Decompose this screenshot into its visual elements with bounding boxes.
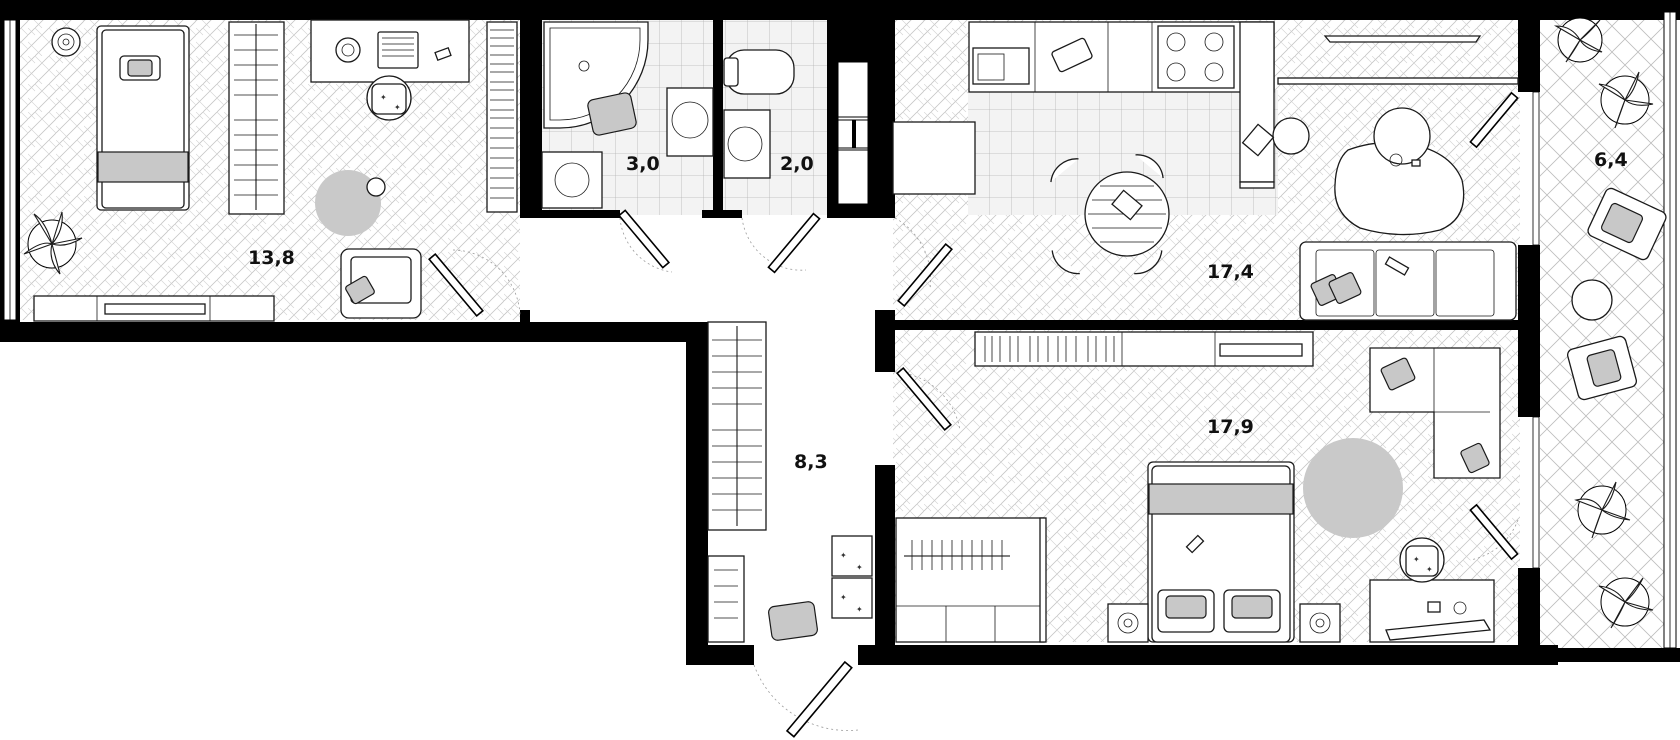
dining-chair: [1050, 158, 1079, 183]
plant-icon: [1553, 17, 1603, 63]
door-mat: [768, 601, 818, 641]
svg-text:✦: ✦: [840, 593, 847, 602]
stove: [1157, 25, 1235, 89]
balcony-furniture: [1553, 17, 1667, 629]
area-label-bedroom-large: 17,9: [1207, 416, 1254, 438]
pouf: [831, 535, 873, 577]
area-label-kitchen-living: 17,4: [1207, 261, 1254, 283]
wall-bath-toilet: [713, 20, 723, 218]
bedroom-small-furniture: ✦ ✦: [23, 19, 518, 322]
wall-hall-left: [686, 322, 708, 664]
wall-bedroom-hall: [520, 20, 542, 218]
balcony-table: [1571, 279, 1613, 321]
area-label-bedroom-small: 13,8: [248, 247, 295, 269]
pouf: [831, 577, 873, 619]
kitchen-furniture: [892, 21, 1519, 275]
wall-top: [0, 0, 1680, 20]
svg-text:✦: ✦: [380, 93, 387, 102]
wall-shelf: [1323, 35, 1482, 43]
plant-icon: [1598, 577, 1654, 629]
sink-toilet: [723, 109, 771, 179]
kitchen-sink: [972, 47, 1030, 85]
toilet-fixtures: [723, 49, 795, 179]
tv-icon: [104, 303, 206, 315]
svg-text:✦: ✦: [856, 605, 863, 614]
bedroom-wardrobe: [895, 517, 1045, 643]
sink-bathroom: [666, 87, 714, 157]
wall-bedroom-bottom: [0, 322, 686, 342]
plant-icon: [23, 211, 83, 275]
door-balcony-living: [1469, 91, 1519, 149]
svg-text:✦: ✦: [840, 551, 847, 560]
shoe-rack: [707, 555, 745, 643]
hallway-furniture: ✦ ✦ ✦ ✦: [707, 321, 873, 643]
round-rug: [1303, 438, 1403, 538]
nightstand: [1299, 603, 1341, 643]
area-label-balcony: 6,4: [1594, 149, 1628, 171]
plant-small-icon: [1241, 123, 1275, 157]
wall-living-bedroom: [875, 320, 1520, 330]
washing-machine: [541, 151, 603, 209]
door-swing-bedroom: [452, 249, 521, 317]
svg-text:✦: ✦: [1426, 565, 1433, 574]
sofa: [1299, 241, 1517, 321]
fridge: [892, 121, 976, 195]
svg-text:✦: ✦: [856, 563, 863, 572]
door-toilet: [767, 212, 821, 274]
balcony-floor: [1540, 20, 1665, 648]
area-label-hallway: 8,3: [794, 451, 828, 473]
plant-icon: [1598, 71, 1654, 129]
svg-text:✦: ✦: [1413, 555, 1420, 564]
doors: [428, 91, 1519, 738]
bar-stool: [1272, 117, 1310, 155]
door-bedroom-large: [896, 366, 952, 432]
svg-text:✦: ✦: [394, 103, 401, 112]
door-balcony-bedroom: [1469, 503, 1519, 561]
area-label-toilet: 2,0: [780, 153, 814, 175]
kitchen-island: [1239, 21, 1275, 183]
round-rug: [315, 170, 381, 236]
bathroom-fixtures: [541, 21, 714, 209]
remote-icon: [1384, 256, 1410, 276]
area-label-bathroom: 3,0: [626, 153, 660, 175]
area-labels: 13,8 3,0 2,0 17,4 6,4 8,3 17,9: [248, 149, 1628, 473]
bedroom-large-furniture: ✦✦: [895, 331, 1501, 643]
door-bedroom-small: [428, 252, 484, 318]
lamp-icon: [51, 27, 81, 57]
nightstand: [1107, 603, 1149, 643]
bookshelf: [486, 21, 518, 213]
plant-icon: [1574, 481, 1631, 539]
walls: [0, 0, 1680, 665]
coffee-table: [1373, 107, 1431, 165]
wall-bottom: [858, 645, 1558, 665]
door-living: [897, 242, 953, 308]
entrance-door: [785, 660, 853, 738]
door-bathroom: [617, 209, 671, 269]
bath-mat: [587, 92, 637, 136]
living-furniture: [1299, 107, 1517, 321]
cutting-board: [1051, 37, 1093, 73]
